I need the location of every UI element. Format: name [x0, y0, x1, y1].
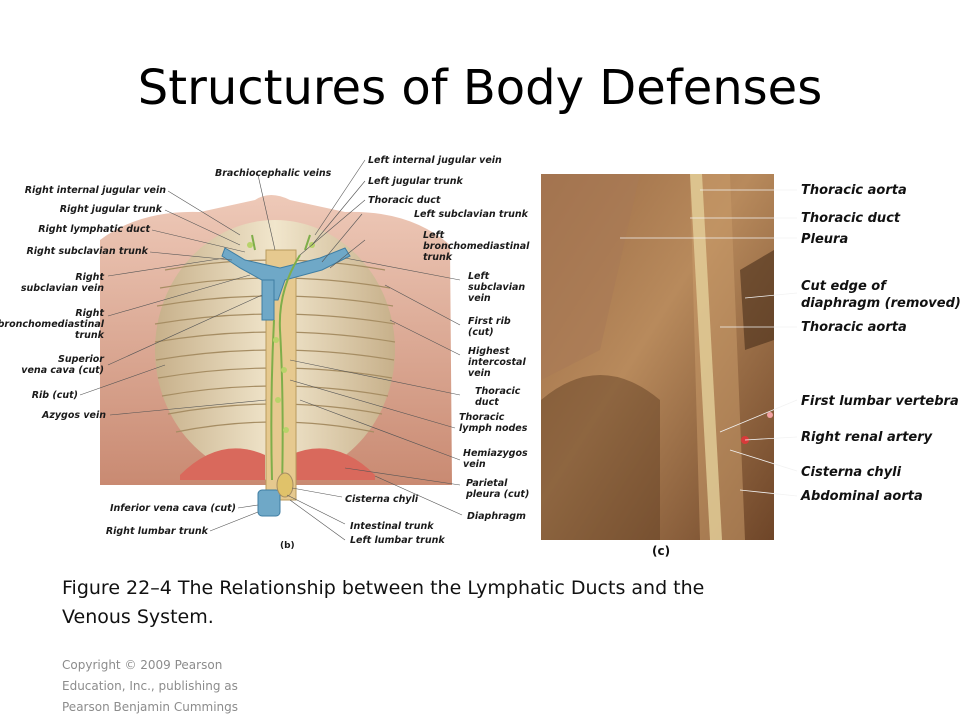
label-diaphragm: Diaphragm	[467, 511, 526, 522]
label-cisterna-chyli-c: Cisterna chyli	[801, 465, 902, 480]
label-intestinal-trunk: Intestinal trunk	[350, 521, 434, 532]
diaphragm	[180, 448, 265, 480]
lymphatic-figure: Right internal jugular vein Right jugula…	[0, 150, 960, 570]
label-thoracic-aorta-1: Thoracic aorta	[801, 183, 907, 198]
slide-title: Structures of Body Defenses	[137, 60, 823, 116]
panel-label-c: (c)	[652, 544, 670, 558]
label-cisterna-chyli: Cisterna chyli	[345, 494, 419, 505]
illustration-panel-b: Right internal jugular vein Right jugula…	[0, 155, 530, 551]
label-rib-cut: Rib (cut)	[32, 390, 78, 401]
lymphatic-vessels	[251, 234, 311, 491]
photo-panel-c: Thoracic aorta Thoracic duct Pleura Cut …	[541, 174, 960, 558]
label-left-subclavian-trunk: Left subclavian trunk	[414, 209, 529, 220]
panel-label-b: (b)	[280, 541, 295, 551]
diaphragm	[290, 448, 375, 480]
label-right-renal-artery: Right renal artery	[801, 430, 933, 445]
label-right-lymphatic-duct: Right lymphatic duct	[38, 224, 150, 235]
figure-caption: Figure 22–4 The Relationship between the…	[62, 577, 705, 628]
label-right-subclavian-trunk: Right subclavian trunk	[26, 246, 148, 257]
label-right-internal-jugular-vein: Right internal jugular vein	[25, 185, 167, 196]
copyright-notice: Copyright © 2009 Pearson Education, Inc.…	[62, 658, 239, 714]
label-brachiocephalic-veins: Brachiocephalic veins	[215, 168, 332, 179]
label-thoracic-duct-top: Thoracic duct	[368, 195, 441, 206]
labels-panel-b: Right internal jugular vein Right jugula…	[0, 155, 530, 551]
label-pleura: Pleura	[801, 232, 848, 247]
label-inferior-vena-cava: Inferior vena cava (cut)	[110, 503, 236, 514]
label-right-lumbar-trunk: Right lumbar trunk	[106, 526, 209, 537]
label-left-internal-jugular-vein: Left internal jugular vein	[368, 155, 502, 166]
cisterna-chyli	[276, 472, 294, 498]
label-azygos-vein: Azygos vein	[41, 410, 106, 421]
labels-panel-c: Thoracic aorta Thoracic duct Pleura Cut …	[652, 183, 960, 558]
leader-lines	[79, 159, 463, 541]
veins	[221, 247, 351, 517]
label-left-jugular-trunk: Left jugular trunk	[368, 176, 463, 187]
leader-lines-c	[620, 189, 798, 497]
label-thoracic-aorta-2: Thoracic aorta	[801, 320, 907, 335]
label-right-jugular-trunk: Right jugular trunk	[60, 204, 163, 215]
label-thoracic-duct-c: Thoracic duct	[801, 211, 901, 226]
label-left-lumbar-trunk: Left lumbar trunk	[350, 535, 445, 546]
label-first-lumbar-vertebra: First lumbar vertebra	[801, 394, 959, 409]
label-first-rib: First rib(cut)	[468, 316, 511, 338]
label-abdominal-aorta: Abdominal aorta	[800, 489, 923, 504]
